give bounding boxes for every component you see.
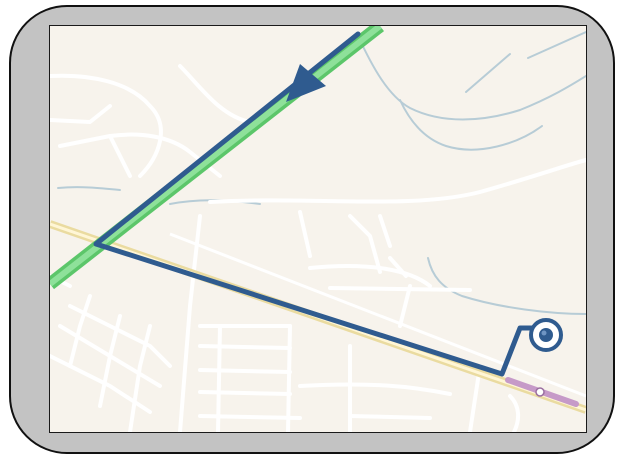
stream [427,257,586,315]
rail-station-icon[interactable] [505,377,579,407]
stream [57,186,121,191]
map-canvas[interactable] [50,26,586,432]
stream [465,53,511,93]
highway [50,26,385,290]
stream [399,99,543,151]
current-location-icon[interactable] [529,318,563,352]
stream [357,35,586,121]
route-line [93,31,545,377]
triangle-arrow-icon [286,64,326,102]
map-view[interactable] [49,25,587,433]
device-frame [9,5,615,454]
minor-roads [50,64,586,432]
stream [527,31,586,59]
